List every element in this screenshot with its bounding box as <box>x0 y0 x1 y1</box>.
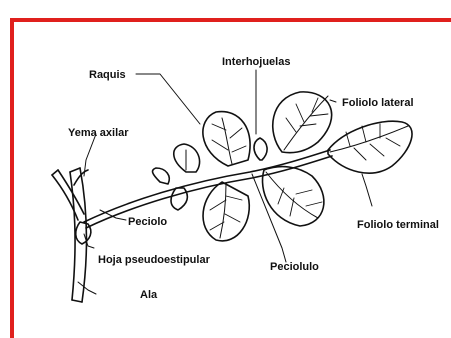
label-foliolo-lateral: Foliolo lateral <box>342 97 414 109</box>
label-raquis: Raquis <box>89 69 126 81</box>
label-yema-axilar: Yema axilar <box>68 127 129 139</box>
label-hoja-pseudoestipular: Hoja pseudoestipular <box>98 254 211 266</box>
label-ala: Ala <box>140 289 158 301</box>
leaflet-terminal <box>328 121 412 173</box>
leaflet-upper-left <box>203 112 250 166</box>
leaflet-lower-right <box>263 167 324 226</box>
label-peciolo: Peciolo <box>128 216 167 228</box>
label-interhojuelas: Interhojuelas <box>222 56 290 68</box>
pseudostipular-leaf <box>76 222 91 244</box>
leaflet-lower-left <box>174 144 200 172</box>
label-peciolulo: Peciolulo <box>270 261 319 273</box>
leaflet-lateral <box>273 92 332 153</box>
small-leaflet-1 <box>153 168 170 184</box>
small-leaflet-2 <box>171 188 187 210</box>
interleaflet <box>254 138 267 160</box>
leaflet-lower-middle <box>203 182 249 241</box>
label-foliolo-terminal: Foliolo terminal <box>357 219 439 231</box>
rachis <box>84 150 332 228</box>
